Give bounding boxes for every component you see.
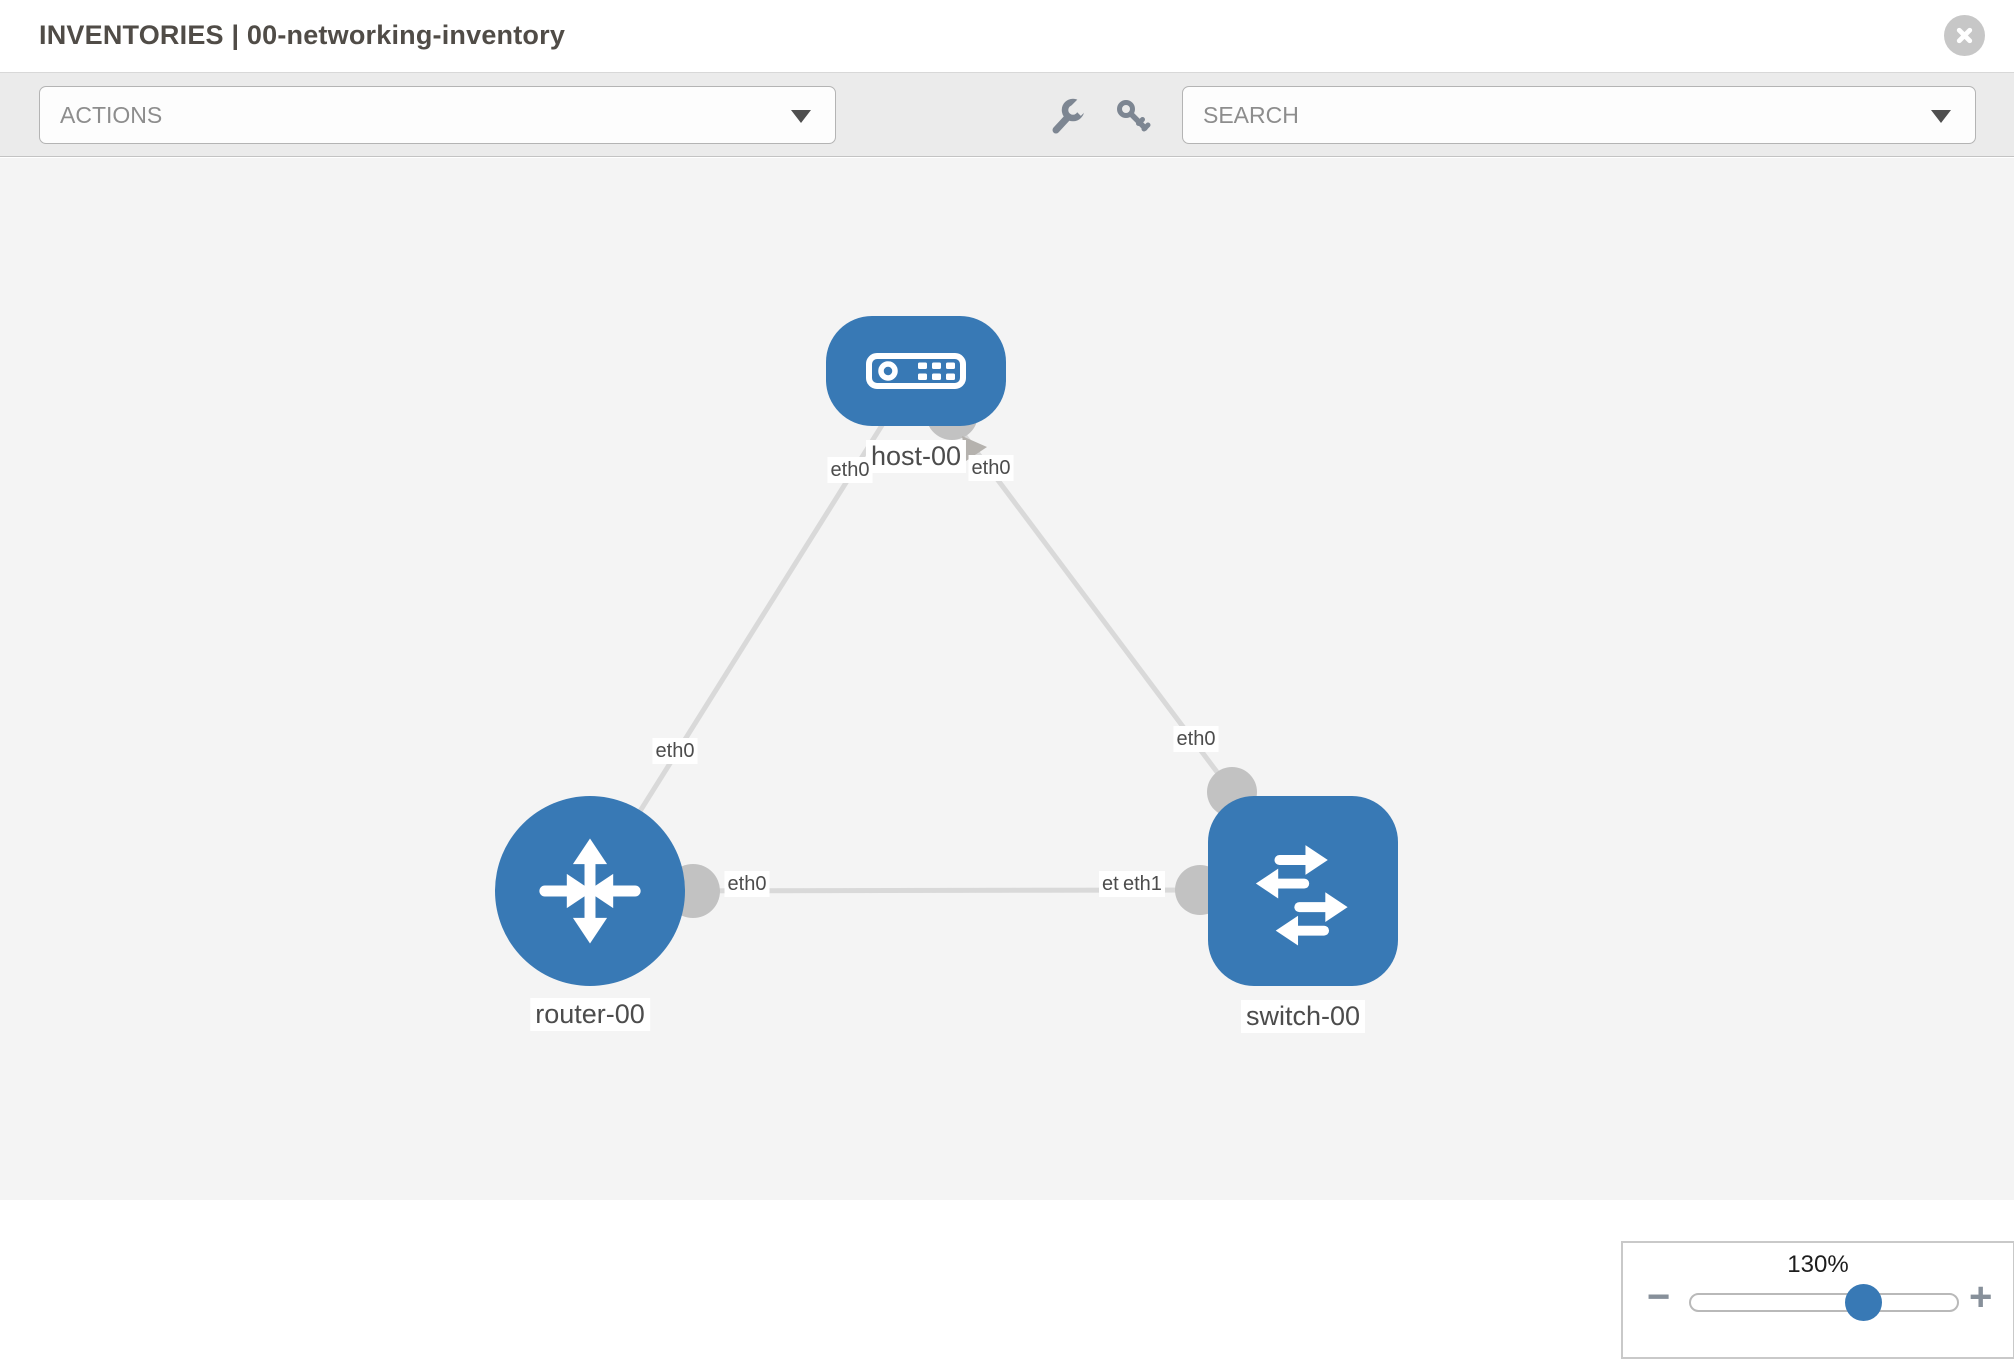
if-label-router-link-eth0: eth0 (652, 738, 698, 764)
node-label-router: router-00 (530, 998, 650, 1031)
switch-arrows-icon (1255, 845, 1348, 946)
zoom-slider-thumb[interactable] (1845, 1284, 1882, 1321)
zoom-level-value: 130% (1787, 1251, 1849, 1278)
node-switch-00[interactable] (1208, 796, 1398, 986)
key-icon (1117, 100, 1151, 132)
close-button[interactable] (1944, 15, 1985, 56)
toolbar: ACTIONS SEARCH (0, 72, 2014, 157)
if-label-router-eth0: eth0 (724, 871, 770, 897)
node-host-00[interactable] (826, 316, 1006, 426)
search-dropdown-label: SEARCH (1203, 101, 1299, 128)
zoom-panel: 130% − + (1621, 1241, 2014, 1359)
actions-dropdown-label: ACTIONS (60, 101, 163, 128)
chevron-down-icon (791, 110, 811, 123)
search-dropdown[interactable]: SEARCH (1182, 86, 1976, 144)
if-label-switch-eth1-over: eth1 (1120, 871, 1165, 897)
node-label-host: host-00 (865, 440, 967, 473)
zoom-out-button[interactable]: − (1647, 1275, 1671, 1319)
key-button[interactable] (1113, 97, 1153, 137)
chevron-down-icon (1931, 110, 1951, 123)
if-label-switch-link-eth0: eth0 (1173, 726, 1219, 752)
zoom-slider-track[interactable] (1689, 1293, 1959, 1312)
breadcrumb-header: INVENTORIES | 00-networking-inventory (0, 0, 2014, 72)
links-layer (587, 369, 1257, 918)
if-label-host-eth0-right: eth0 (968, 455, 1014, 481)
zoom-in-button[interactable]: + (1969, 1275, 1993, 1319)
node-label-switch: switch-00 (1240, 1000, 1366, 1033)
wrench-button[interactable] (1046, 97, 1089, 137)
server-icon (866, 353, 966, 389)
topology-canvas[interactable]: host-00 router-00 switch-00 eth0 eth0 et… (0, 158, 2014, 1359)
router-arrows-icon (539, 838, 641, 944)
wrench-icon (1052, 98, 1089, 134)
actions-dropdown[interactable]: ACTIONS (39, 86, 836, 144)
link-arrowhead (962, 436, 987, 461)
page-title: INVENTORIES | 00-networking-inventory (39, 20, 566, 50)
if-label-host-eth0-left: eth0 (827, 457, 873, 483)
node-router-00[interactable] (495, 796, 685, 986)
close-icon (1956, 27, 1973, 44)
